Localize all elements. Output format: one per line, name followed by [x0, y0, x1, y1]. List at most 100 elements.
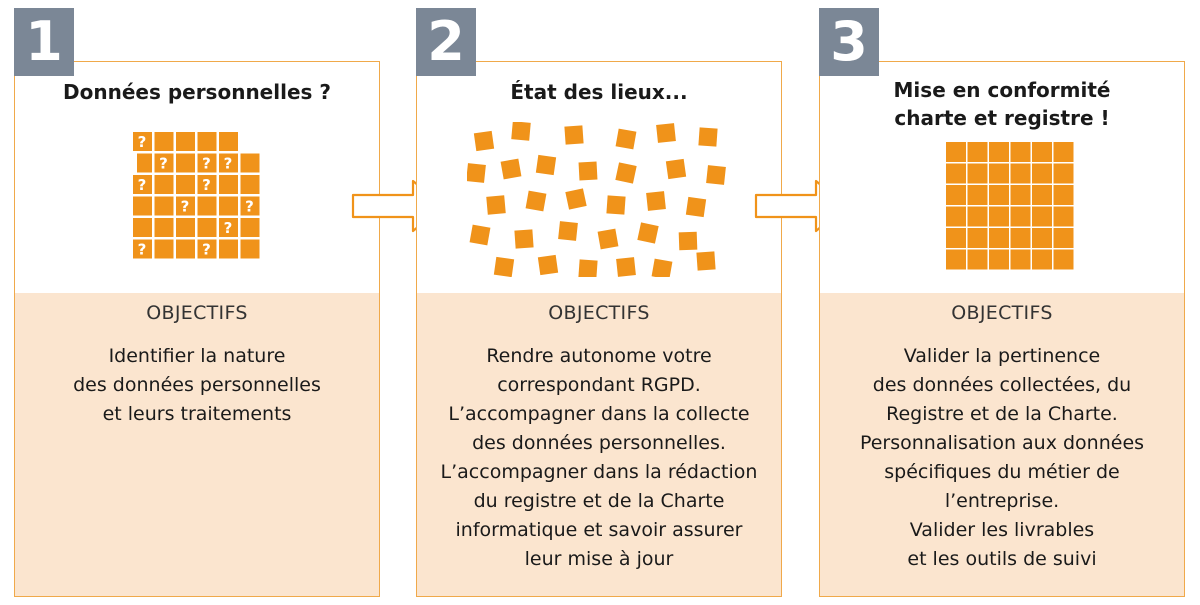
tile	[154, 196, 174, 216]
tile	[154, 239, 174, 259]
tile	[197, 239, 217, 259]
tile	[240, 153, 260, 173]
tile	[656, 123, 676, 143]
tile	[219, 196, 238, 216]
tile	[176, 239, 195, 259]
tile	[967, 249, 988, 270]
scattered-tiles-icon	[467, 122, 726, 277]
tile	[154, 218, 174, 237]
tile	[493, 256, 515, 277]
question-mark-icon: ?	[202, 176, 211, 194]
tile	[967, 228, 988, 248]
tile	[698, 127, 718, 147]
tile	[176, 196, 195, 216]
question-mark-icon: ?	[181, 198, 190, 216]
tile	[154, 132, 174, 151]
tile	[197, 153, 217, 173]
question-mark-icon: ?	[224, 155, 233, 173]
question-mark-icon: ?	[224, 219, 233, 237]
objectives-text-3: Valider la pertinence des données collec…	[830, 342, 1174, 574]
tile	[133, 239, 152, 259]
step-title-1: Données personnelles ?	[15, 78, 379, 106]
objective-line: et les outils de suivi	[907, 548, 1097, 570]
tile	[240, 196, 260, 216]
tile	[989, 185, 1009, 205]
tile	[1053, 206, 1074, 227]
objective-line: L’accompagner dans la rédaction	[440, 461, 758, 483]
tile	[514, 229, 534, 249]
objective-line: des données collectées, du	[872, 374, 1132, 396]
question-mark-icon: ?	[138, 176, 147, 194]
step-title-3: Mise en conformité charte et registre !	[820, 76, 1184, 132]
tile	[137, 153, 152, 173]
objective-line: leur mise à jour	[524, 548, 674, 570]
tile	[154, 175, 174, 194]
tile	[133, 196, 152, 216]
tile	[685, 196, 707, 218]
step-title-line: Mise en conformité	[893, 78, 1111, 102]
tile	[706, 165, 726, 185]
tile	[197, 132, 217, 151]
objective-line: Identifier la nature	[108, 345, 286, 367]
step-card-3: Mise en conformité charte et registre ! …	[819, 61, 1185, 597]
tile	[989, 142, 1009, 162]
objective-line: correspondant RGPD.	[497, 374, 701, 396]
tile	[154, 153, 174, 173]
tile	[176, 175, 195, 194]
tile	[240, 175, 260, 194]
objectives-panel-1	[15, 293, 379, 596]
tile	[615, 162, 637, 184]
question-grid-icon: ???????????	[133, 132, 260, 259]
tile	[1032, 228, 1052, 248]
step-number-badge-1: 1	[14, 8, 74, 76]
tile	[1053, 228, 1074, 248]
tile	[486, 195, 506, 215]
tile	[646, 191, 666, 211]
objective-line: du registre et de la Charte	[473, 490, 725, 512]
tile	[989, 249, 1009, 270]
step-card-1: Données personnelles ? ??????????? OBJEC…	[14, 61, 380, 597]
tile	[1032, 163, 1052, 184]
step-number-badge-2: 2	[416, 8, 476, 76]
tile	[511, 122, 531, 141]
tile	[1010, 206, 1031, 227]
tile	[197, 218, 217, 237]
tile	[565, 188, 587, 210]
tile	[197, 175, 217, 194]
tile	[133, 218, 152, 237]
tile	[696, 251, 716, 271]
tile	[1053, 163, 1074, 184]
tile	[219, 132, 238, 151]
objective-line: L’accompagner dans la collecte	[448, 403, 750, 425]
tile	[967, 163, 988, 184]
question-mark-icon: ?	[202, 155, 211, 173]
tile	[1053, 142, 1074, 162]
tile	[240, 218, 260, 237]
tile	[219, 218, 238, 237]
question-mark-icon: ?	[202, 241, 211, 259]
tile	[219, 239, 238, 259]
tile	[1010, 228, 1031, 248]
tile	[1010, 249, 1031, 270]
question-mark-icon: ?	[138, 133, 147, 151]
tile	[1032, 185, 1052, 205]
objectives-text-1: Identifier la nature des données personn…	[25, 342, 369, 429]
step-title-line: charte et registre !	[894, 106, 1110, 130]
tile	[578, 259, 598, 277]
objective-line: Valider les livrables	[909, 519, 1095, 541]
tile	[240, 239, 260, 259]
tile	[651, 258, 673, 277]
tile	[989, 163, 1009, 184]
objective-line: informatique et savoir assurer	[455, 519, 743, 541]
objective-line: Valider la pertinence	[903, 345, 1101, 367]
tile	[967, 206, 988, 227]
tile	[1010, 163, 1031, 184]
tile	[637, 222, 659, 244]
tile	[525, 190, 547, 212]
step-card-2: État des lieux... OBJECTIFS Rendre auton…	[416, 61, 782, 597]
tile	[967, 142, 988, 162]
tile	[564, 125, 584, 145]
question-mark-icon: ?	[138, 241, 147, 259]
tile	[578, 161, 598, 181]
tile	[1032, 142, 1052, 162]
